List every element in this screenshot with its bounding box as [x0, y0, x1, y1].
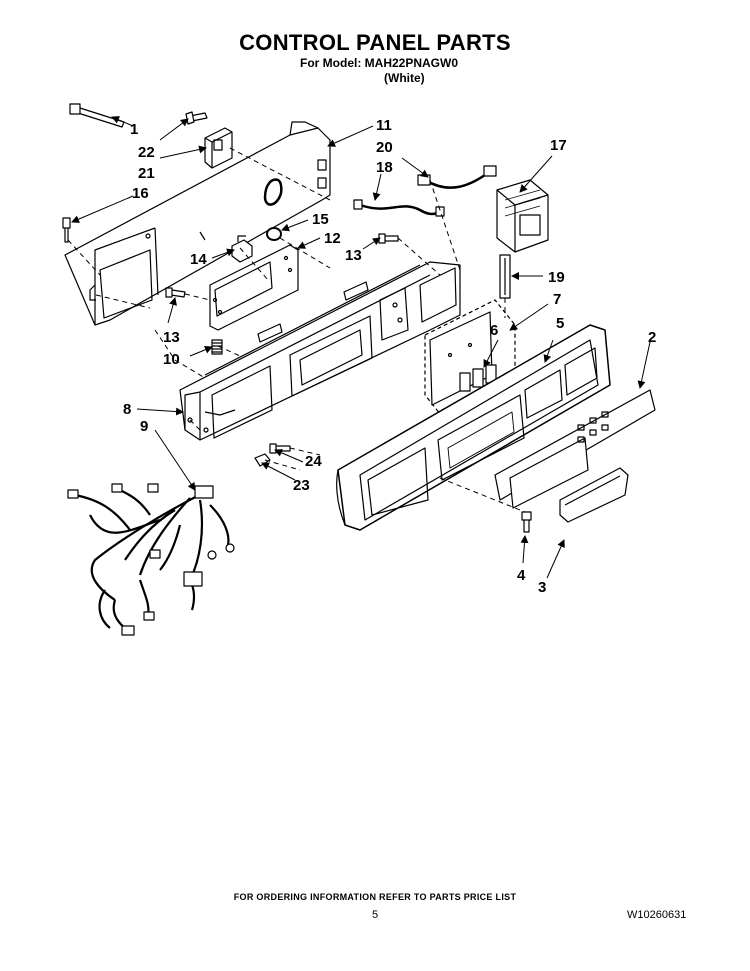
part-15-insert: [266, 227, 282, 241]
callout-18: 18: [376, 159, 393, 176]
page-number: 5: [371, 909, 379, 921]
document-number: W10260631: [627, 909, 687, 921]
callout-7: 7: [553, 291, 561, 308]
part-11-console-bracket: [64, 121, 331, 326]
part-13-screw-right: [378, 233, 399, 244]
part-1-cable-tie: [69, 103, 125, 128]
part-22-screw: [185, 111, 208, 125]
part-6-switches: [459, 364, 497, 392]
callout-3: 3: [538, 579, 546, 596]
part-4-screw: [521, 511, 532, 533]
part-16-screw: [62, 217, 71, 243]
callout-6: 6: [490, 322, 498, 339]
callout-19: 19: [548, 269, 565, 286]
model-line: For Model: MAH22PNAGW0: [300, 56, 459, 70]
parts-illustration: [62, 103, 656, 636]
color-line: (White): [384, 71, 425, 85]
part-19-bracket: [499, 254, 511, 299]
part-8-console-housing: [179, 261, 461, 441]
part-18-ribbon-harness: [353, 199, 445, 217]
part-12-control-board: [209, 244, 299, 331]
part-2-overlay: [494, 389, 656, 509]
callout-4: 4: [517, 567, 526, 584]
part-20-wire-harness: [417, 165, 497, 189]
callout-22: 22: [138, 144, 155, 161]
callout-1: 1: [130, 121, 138, 138]
callout-16: 16: [132, 185, 149, 202]
leader-lines: [71, 116, 651, 579]
callout-9: 9: [140, 418, 148, 435]
page-title: CONTROL PANEL PARTS: [239, 30, 511, 55]
part-5-control-panel: [336, 324, 611, 531]
callout-13-left: 13: [163, 329, 180, 346]
callout-14: 14: [190, 251, 207, 268]
ordering-note: FOR ORDERING INFORMATION REFER TO PARTS …: [233, 892, 517, 902]
callout-numbers: 1 22 21 16 11 20 18 17 15 12 13 14 19 7 …: [123, 117, 656, 596]
callout-17: 17: [550, 137, 567, 154]
callout-5: 5: [556, 315, 564, 332]
part-23-clip: [254, 453, 271, 467]
callout-12: 12: [324, 230, 341, 247]
callout-23: 23: [293, 477, 310, 494]
callout-10: 10: [163, 351, 180, 368]
alignment-lines: [67, 147, 526, 513]
part-21-transformer: [204, 127, 233, 169]
callout-8: 8: [123, 401, 131, 418]
callout-11: 11: [376, 117, 392, 134]
callout-20: 20: [376, 139, 393, 156]
part-13-screw-left: [165, 287, 186, 298]
part-3-handle: [559, 467, 629, 523]
part-17-ui-board: [496, 179, 549, 253]
callout-24: 24: [305, 453, 322, 470]
callout-13-right: 13: [345, 247, 362, 264]
callout-2: 2: [648, 329, 656, 346]
callout-15: 15: [312, 211, 329, 228]
part-9-wire-harness: [67, 483, 235, 636]
callout-21: 21: [138, 165, 155, 182]
